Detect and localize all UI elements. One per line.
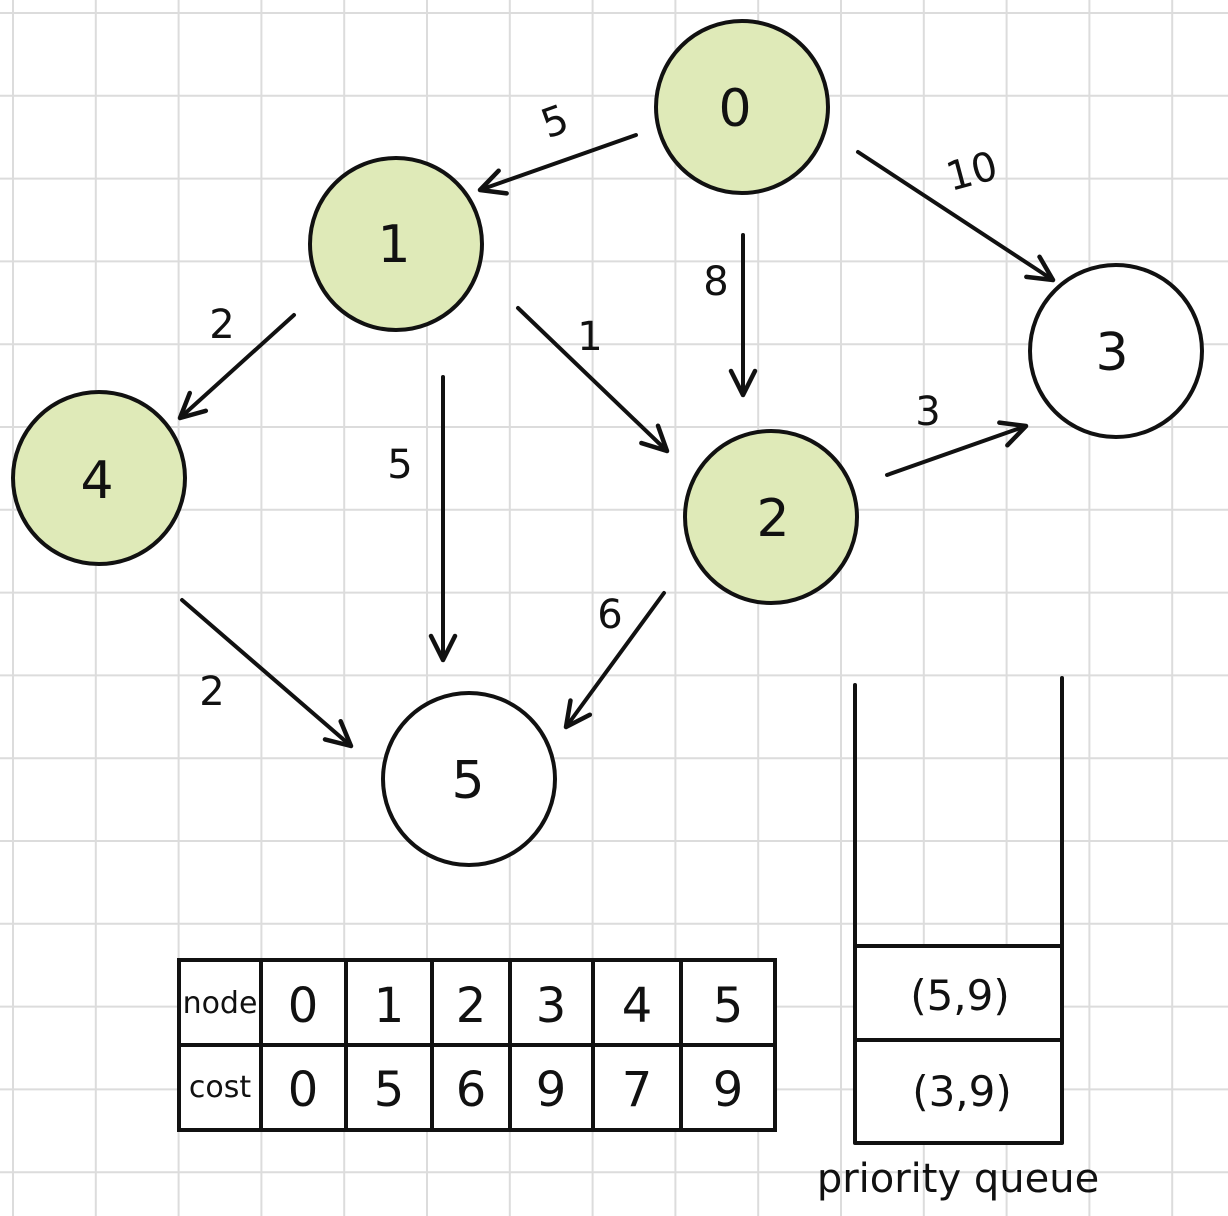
table-node-cell: 1 [374,978,405,1034]
graph-edges: 5 8 10 2 5 1 3 6 [177,96,1056,749]
edge-0-2: 8 [703,233,758,398]
edge-0-1: 5 [477,96,638,196]
node-3-label: 3 [1095,323,1128,383]
node-5-label: 5 [451,751,484,811]
table-cost-cell: 0 [288,1062,319,1118]
edge-weight-1-2: 1 [577,314,602,360]
graph-nodes: 0 1 2 3 4 5 [11,19,1204,867]
edge-weight-0-1: 5 [535,96,575,148]
node-2: 2 [683,429,859,605]
table-header-cost: cost [189,1070,251,1105]
table-node-cell: 0 [288,978,319,1034]
table-cost-cell: 7 [622,1062,653,1118]
edge-weight-0-2: 8 [703,259,728,305]
cost-table: node cost 0 1 2 3 4 5 0 5 6 9 7 9 [177,958,777,1132]
edge-weight-2-3: 3 [915,389,940,435]
node-1: 1 [308,156,484,332]
node-4: 4 [11,390,187,566]
table-node-cell: 2 [456,978,487,1034]
edge-0-3: 10 [856,143,1056,283]
table-cost-cell: 5 [374,1062,405,1118]
edge-weight-1-4: 2 [209,302,234,348]
node-1-label: 1 [377,215,410,275]
priority-queue-item: (5,9) [910,971,1010,1020]
node-3: 3 [1028,263,1204,439]
edge-weight-0-3: 10 [941,143,1002,201]
table-header-node: node [183,986,258,1021]
table-node-cell: 3 [536,978,567,1034]
node-4-label: 4 [80,451,113,511]
edge-weight-4-5: 2 [199,669,224,715]
edge-1-5: 5 [387,375,458,663]
priority-queue: (5,9) (3,9) priority queue [817,676,1099,1202]
table-node-cell: 5 [713,978,744,1034]
table-cost-cell: 6 [456,1062,487,1118]
table-cost-cell: 9 [713,1062,744,1118]
edge-weight-2-5: 6 [597,592,622,638]
table-cost-cell: 9 [536,1062,567,1118]
table-node-cell: 4 [622,978,653,1034]
edge-1-2: 1 [516,306,670,454]
edge-2-3: 3 [885,389,1029,477]
priority-queue-caption: priority queue [817,1156,1099,1202]
edge-4-5: 2 [180,598,354,749]
node-0: 0 [654,19,830,195]
edge-weight-1-5: 5 [387,442,412,488]
node-2-label: 2 [756,489,789,549]
edge-1-4: 2 [177,302,296,421]
node-5: 5 [381,691,557,867]
node-0-label: 0 [718,79,751,139]
priority-queue-item: (3,9) [912,1067,1012,1116]
edge-2-5: 6 [563,591,666,730]
